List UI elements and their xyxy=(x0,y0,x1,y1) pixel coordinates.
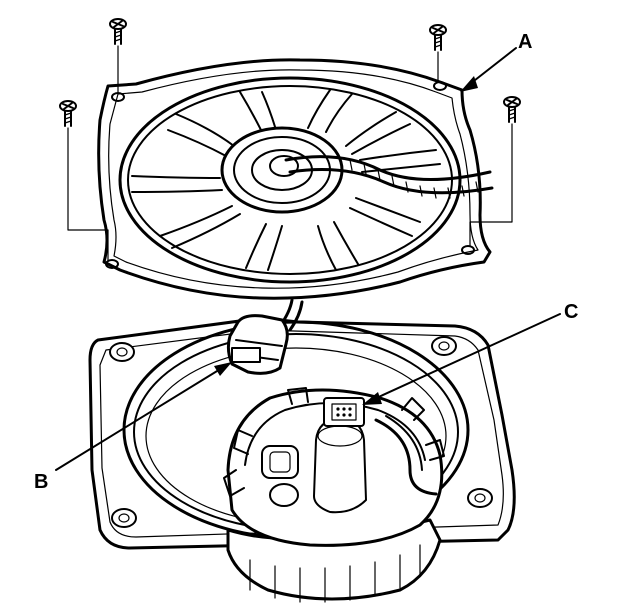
frame-hole-top-right xyxy=(433,81,447,91)
connector-b xyxy=(226,314,289,375)
callout-label-b: B xyxy=(34,471,48,493)
callout-label-a: A xyxy=(518,31,532,53)
frame-hole-top-left xyxy=(111,92,125,102)
mount-boss-top-right xyxy=(431,336,457,356)
mount-boss-top-left xyxy=(109,342,135,362)
connector-c xyxy=(323,397,365,427)
screw-top-left xyxy=(109,18,127,93)
speaker-assembly xyxy=(97,58,494,300)
mount-boss-bottom-right xyxy=(467,488,493,508)
screw-right xyxy=(469,96,521,247)
frame-hole-bottom-right xyxy=(461,245,475,255)
leader-c xyxy=(362,313,561,405)
callout-label-c: C xyxy=(564,301,578,323)
frame-hole-bottom-left xyxy=(105,259,119,269)
pump-module xyxy=(223,387,445,547)
mount-boss-bottom-left xyxy=(111,508,137,528)
leader-b xyxy=(55,362,232,471)
screw-top-right xyxy=(429,24,447,83)
screw-left xyxy=(59,100,109,261)
leader-a xyxy=(460,47,517,92)
